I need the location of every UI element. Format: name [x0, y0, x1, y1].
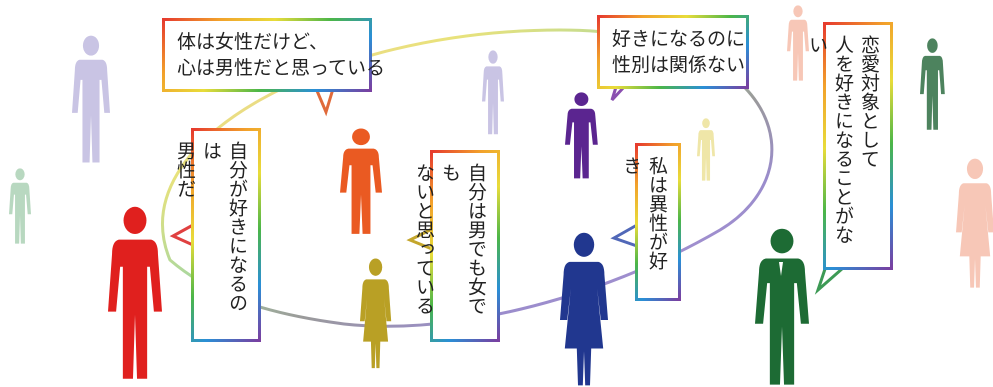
- bubble-text: 自分は男でも女でも: [439, 163, 487, 315]
- bubble-text: 体は女性だけど、: [177, 31, 329, 53]
- faint-person-figure: [72, 35, 110, 163]
- bubble-body-mind: 体は女性だけど、 心は男性だと思っている: [162, 18, 386, 92]
- person-figure-orange: [340, 128, 382, 234]
- tail-likes-male: [169, 223, 194, 247]
- tail-no-love: [814, 265, 844, 295]
- person-figure-navy: [560, 232, 608, 386]
- bubble-text: 好きになるのに: [612, 28, 746, 50]
- bubble-text: 自分が好きになるのは: [200, 141, 248, 312]
- faint-person-figure: [482, 50, 504, 135]
- person-figure-green: [755, 228, 809, 385]
- bubble-text: 恋愛対象として: [858, 35, 880, 168]
- bubble-text: 性別は関係ない: [612, 54, 746, 76]
- person-figure-olive: [360, 258, 392, 369]
- bubble-text: ないと思っている: [413, 163, 435, 315]
- faint-person-figure: [9, 168, 31, 244]
- faint-person-figure: [920, 38, 945, 130]
- faint-person-figure: [956, 158, 993, 288]
- bubble-no-love: 恋愛対象として 人を好きになることがない: [806, 22, 893, 270]
- person-figure-purple: [565, 92, 598, 179]
- tail-neither: [406, 227, 433, 251]
- person-figure-red: [108, 206, 162, 379]
- bubble-text: 私は異性が好き: [620, 156, 668, 270]
- bubble-hetero: 私は異性が好き: [620, 143, 681, 301]
- shirt-detail: [779, 262, 783, 276]
- faint-person-figure: [697, 118, 715, 181]
- bubble-text: 人を好きになることがない: [806, 35, 854, 244]
- bubble-text: 心は男性だと思っている: [177, 57, 386, 79]
- bubble-gender-irrelevant: 好きになるのに 性別は関係ない: [597, 15, 749, 89]
- bubble-text: 男性だ: [174, 141, 196, 198]
- tail-hetero: [610, 223, 638, 248]
- bubble-likes-male: 自分が好きになるのは 男性だ: [174, 128, 261, 342]
- bubble-neither: 自分は男でも女でも ないと思っている: [413, 150, 500, 342]
